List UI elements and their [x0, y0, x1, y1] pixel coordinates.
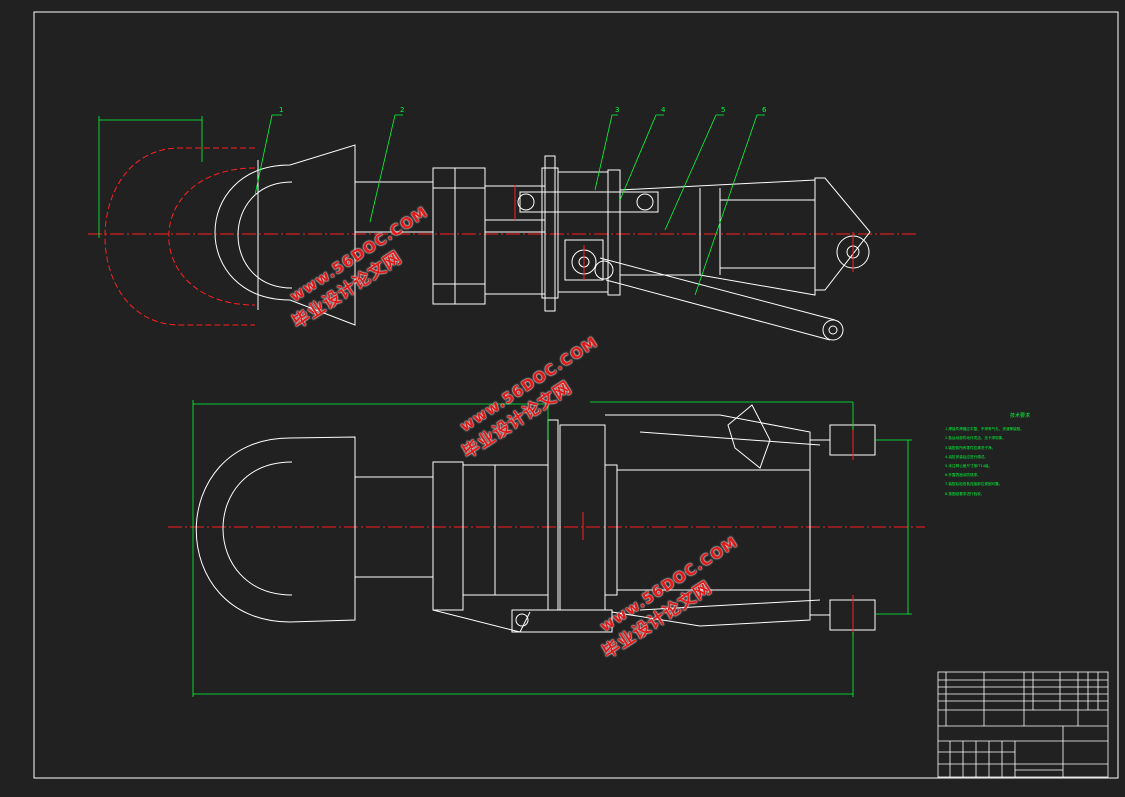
title-block: [937, 671, 1109, 778]
note-line: 5.未注明公差尺寸按IT14级。: [945, 464, 993, 469]
note-line: 6.外露表面涂防锈漆。: [945, 473, 981, 478]
bucket-outer: [214, 144, 356, 326]
drawing-border: [33, 11, 1119, 779]
bottom-view: [168, 404, 925, 635]
top-view: [88, 144, 918, 341]
bottom-dimensions: [192, 400, 912, 697]
bucket-phantom: [104, 147, 255, 326]
leader-lines: [254, 114, 765, 296]
part-label-4: 4: [661, 106, 666, 114]
note-line: 4.油缸安装后应进行调试。: [945, 454, 988, 459]
note-line: 8.按图纸要求进行验收。: [945, 491, 985, 496]
part-label-3: 3: [615, 106, 619, 114]
top-dimension: [98, 116, 203, 238]
note-line: 3.装配前所有零件应清洗干净。: [945, 445, 996, 450]
hydraulic-cylinder: [519, 191, 659, 213]
plan-bucket: [195, 436, 356, 623]
note-line: 7.装配后检查各连接部位紧固可靠。: [945, 482, 1003, 487]
note-line: 1.焊接件焊缝应平整，不得有气孔、夹渣等缺陷。: [945, 427, 1024, 432]
part-label-2: 2: [400, 106, 404, 114]
part-label-6: 6: [762, 106, 767, 114]
technical-notes: 技术要求 1.焊接件焊缝应平整，不得有气孔、夹渣等缺陷。 2.各运动部件动作灵活…: [945, 412, 1095, 499]
note-line: 2.各运动部件动作灵活，无卡滞现象。: [945, 436, 1006, 441]
part-label-1: 1: [279, 106, 283, 114]
notes-title: 技术要求: [1009, 413, 1030, 419]
part-label-5: 5: [721, 106, 725, 114]
